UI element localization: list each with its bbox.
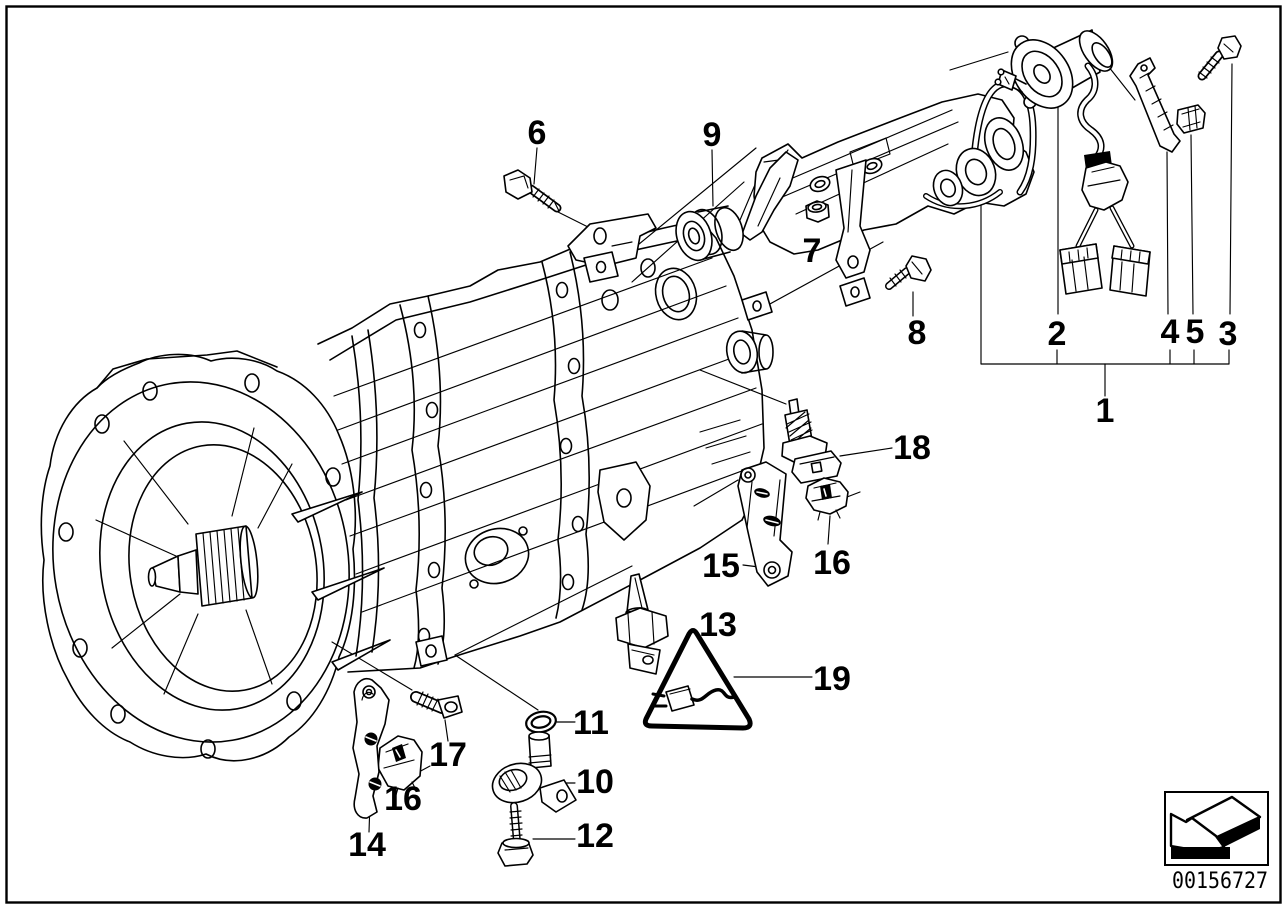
callout-15[interactable]: 15: [702, 547, 740, 585]
callout-6[interactable]: 6: [528, 114, 547, 152]
part-8-bolt: [885, 255, 932, 290]
part-7-nut: [805, 200, 830, 223]
callout-19[interactable]: 19: [813, 660, 851, 698]
callout-17[interactable]: 17: [429, 736, 467, 774]
part-15-bracket: [737, 461, 793, 587]
frame-border: [5, 5, 1282, 904]
part-6-bolt: [503, 169, 562, 213]
part-9-bushing: [675, 205, 744, 262]
part-16-clip-left: [377, 735, 423, 796]
wiring-harness: [1059, 62, 1151, 297]
bell-housing: [40, 350, 391, 762]
part-4-bracket: [1129, 57, 1181, 153]
plug-icon: [651, 685, 736, 712]
callout-18[interactable]: 18: [893, 429, 931, 467]
callout-2[interactable]: 2: [1048, 315, 1067, 353]
leader-lines: [331, 51, 1233, 840]
callout-3[interactable]: 3: [1219, 315, 1238, 353]
callout-16-right[interactable]: 16: [813, 544, 851, 582]
callout-1[interactable]: 1: [1096, 392, 1115, 430]
callout-7[interactable]: 7: [803, 232, 822, 270]
stamp-id: 00156727: [1172, 869, 1268, 894]
part-12-bolt: [497, 802, 534, 867]
part-5-clip: [1176, 104, 1206, 134]
callout-11[interactable]: 11: [573, 704, 609, 742]
part-19-warning-triangle: [642, 628, 753, 731]
part-3-bolt: [1197, 35, 1242, 81]
back-arrow-icon: [1169, 795, 1262, 859]
part-13-sensor: [615, 573, 669, 675]
part-14-bracket: [352, 677, 390, 819]
part-18-switch: [781, 398, 842, 484]
callout-16-left[interactable]: 16: [384, 780, 422, 818]
actuator-motor: [994, 29, 1114, 109]
callout-5[interactable]: 5: [1186, 313, 1205, 351]
part-16-clip-right: [805, 477, 849, 521]
stamp[interactable]: 00156727: [1164, 791, 1269, 894]
callout-9[interactable]: 9: [703, 116, 722, 154]
callout-12[interactable]: 12: [576, 817, 614, 855]
part-17-screw: [410, 691, 463, 719]
callout-14[interactable]: 14: [348, 826, 386, 864]
callout-13[interactable]: 13: [699, 606, 737, 644]
input-shaft: [147, 525, 259, 607]
transmission-case: [317, 213, 774, 673]
callout-10[interactable]: 10: [576, 763, 614, 801]
part-10-sensor: [491, 731, 577, 813]
callout-8[interactable]: 8: [908, 314, 927, 352]
callouts: 6 9 7 8 2 4 5 3 1 18 15 16 13 19 11 10 1…: [348, 114, 1237, 864]
callout-4[interactable]: 4: [1161, 313, 1180, 351]
